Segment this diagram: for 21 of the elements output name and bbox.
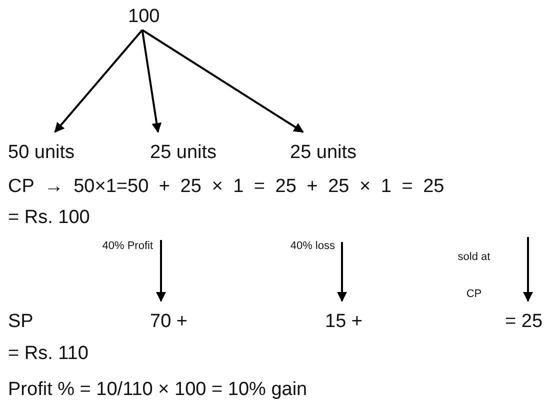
equation-text: = Rs. 110 <box>8 343 88 365</box>
arrow <box>142 29 304 133</box>
equation-text: = Rs. 100 <box>8 207 90 229</box>
value-text: 70 + <box>150 311 188 333</box>
arrow <box>523 237 533 302</box>
total-value: 100 <box>128 6 160 28</box>
quantity-text: 25 units <box>150 142 217 164</box>
edge-label: 40% loss <box>289 240 335 253</box>
edge-label: sold at CP <box>456 250 492 302</box>
edge-label: 40% Profit <box>101 240 153 253</box>
arrow <box>337 242 347 302</box>
quantity-text: 25 units <box>290 142 357 164</box>
value-text: = 25 <box>505 311 543 333</box>
arrow <box>54 29 144 133</box>
equation-text: Profit % = 10/110 × 100 = 10% gain <box>8 379 308 401</box>
arrow <box>156 240 166 302</box>
value-text: 15 + <box>325 311 363 333</box>
equation-text: CP → 50×1=50 + 25 × 1 = 25 + 25 × 1 = 25 <box>8 176 444 198</box>
arrow <box>141 30 162 133</box>
row-label: SP <box>8 311 34 333</box>
quantity-text: 50 units <box>8 142 75 164</box>
